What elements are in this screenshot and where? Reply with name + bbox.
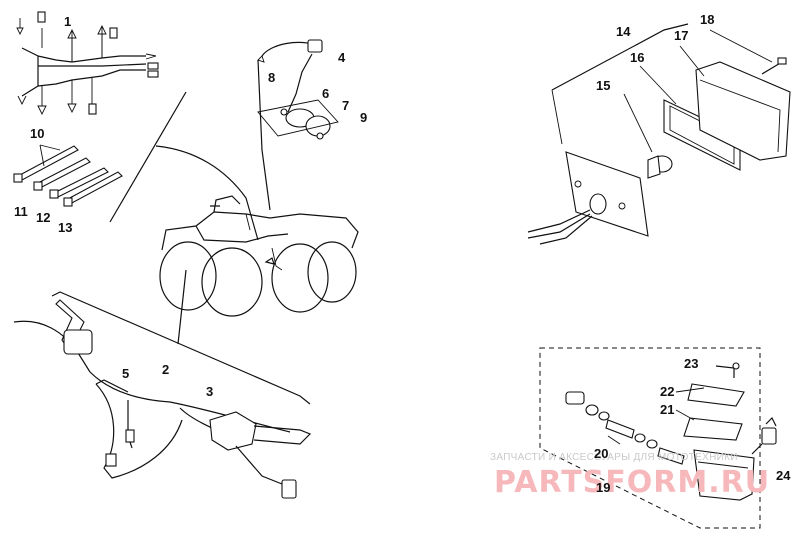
callout-2: 2 [162, 362, 169, 377]
watermark-subtitle: ЗАПЧАСТИ И АКСЕССУАРЫ ДЛЯ МОТОТЕХНИКИ [490, 452, 738, 463]
callout-21: 21 [660, 402, 674, 417]
callout-15: 15 [596, 78, 610, 93]
callout-23: 23 [684, 356, 698, 371]
leader-handlebar [177, 269, 187, 345]
wire-harness [16, 11, 159, 116]
callout-17: 17 [674, 28, 688, 43]
callout-1: 1 [64, 14, 71, 29]
callout-3: 3 [206, 384, 213, 399]
tail-light-assembly [527, 23, 791, 245]
callout-24: 24 [776, 468, 791, 483]
callout-11: 11 [14, 204, 28, 219]
callout-10: 10 [30, 126, 44, 141]
callout-18: 18 [700, 12, 714, 27]
leader-harness-2 [155, 145, 259, 241]
callout-12: 12 [36, 210, 50, 225]
cable-ties [13, 144, 123, 207]
main-switch-assembly [257, 39, 339, 140]
relay-assembly [539, 347, 777, 529]
callout-4: 4 [338, 50, 346, 65]
callout-16: 16 [630, 50, 644, 65]
leader-harness [109, 91, 187, 223]
leader-switch [257, 59, 271, 211]
callout-6: 6 [322, 86, 329, 101]
callout-20: 20 [594, 446, 608, 461]
watermark-brand: PARTSFORM.RU [494, 465, 770, 500]
callout-8: 8 [268, 70, 275, 85]
callout-19: 19 [596, 480, 610, 495]
callout-14: 14 [616, 24, 631, 39]
callout-9: 9 [360, 110, 367, 125]
callout-22: 22 [660, 384, 674, 399]
callout-5: 5 [122, 366, 129, 381]
callout-7: 7 [342, 98, 349, 113]
callout-13: 13 [58, 220, 72, 235]
atv-outline [159, 195, 359, 317]
handlebar-assembly [13, 291, 312, 499]
